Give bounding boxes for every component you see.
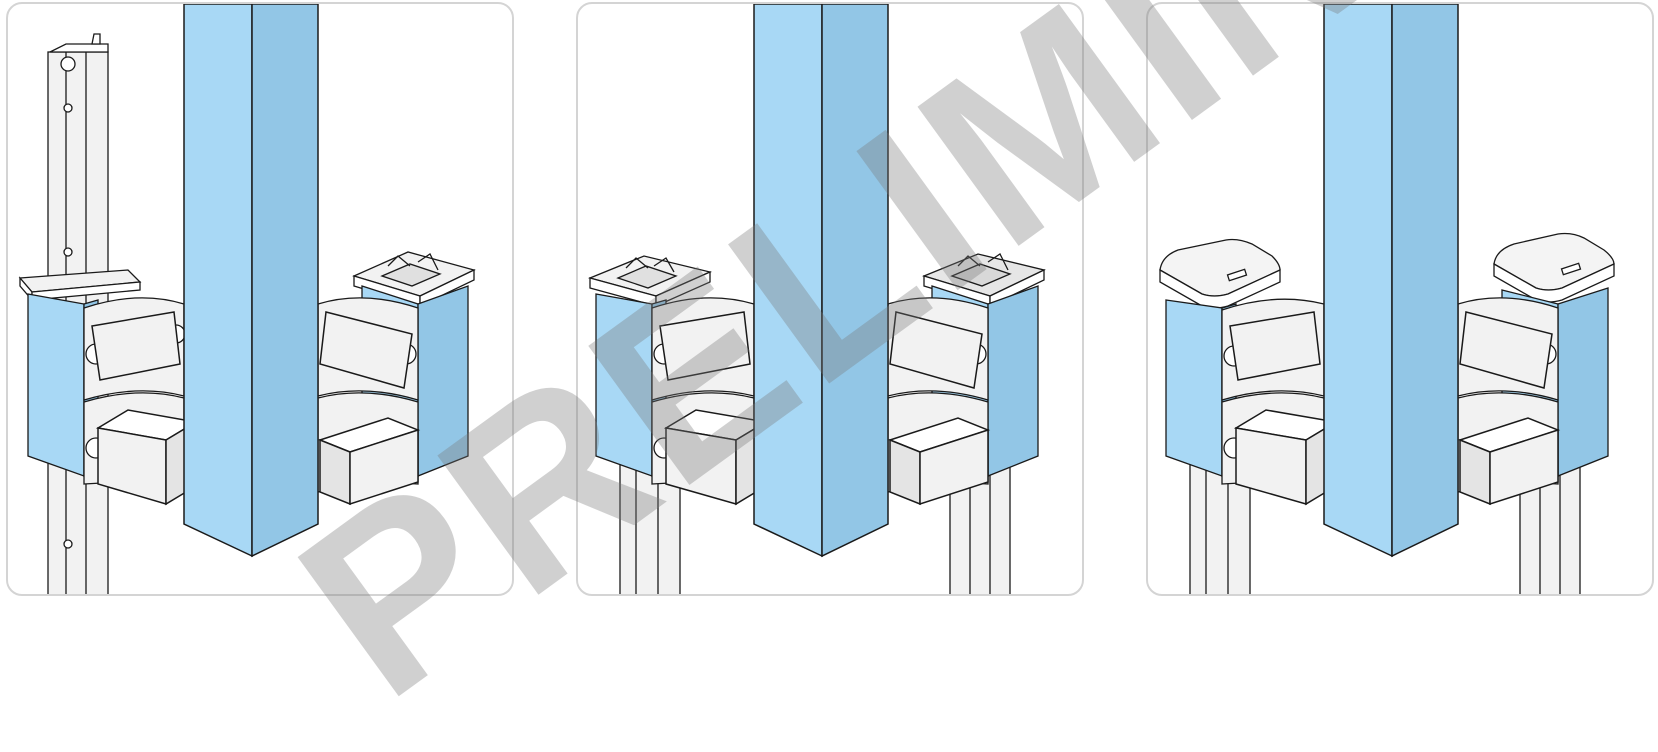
panel-step-1-drawing [18, 4, 476, 594]
panel-step-2-drawing [587, 4, 1046, 594]
watermark-text: PRELIMINARY [252, 0, 1658, 749]
arm-boxes-left [91, 311, 199, 506]
arm-boxes-left [659, 311, 769, 506]
panel-step-1 [6, 2, 514, 596]
assembly-figure: PRELIMINARY [6, 0, 1658, 749]
panel-step-3 [1146, 2, 1654, 596]
watermark-layer: PRELIMINARY [252, 0, 1658, 749]
panel-step-2 [576, 2, 1084, 596]
arm-boxes-right [1457, 311, 1561, 506]
panel-step-3-drawing [1159, 4, 1615, 594]
open-socket-left [587, 255, 713, 308]
central-post [183, 4, 319, 558]
central-post [1323, 4, 1459, 558]
open-socket-right [922, 253, 1046, 308]
vertical-rail [47, 33, 109, 594]
arm-boxes-right [887, 311, 991, 506]
central-post [753, 4, 889, 558]
arm-boxes-right [317, 311, 421, 506]
closed-cap-left [1159, 238, 1281, 309]
